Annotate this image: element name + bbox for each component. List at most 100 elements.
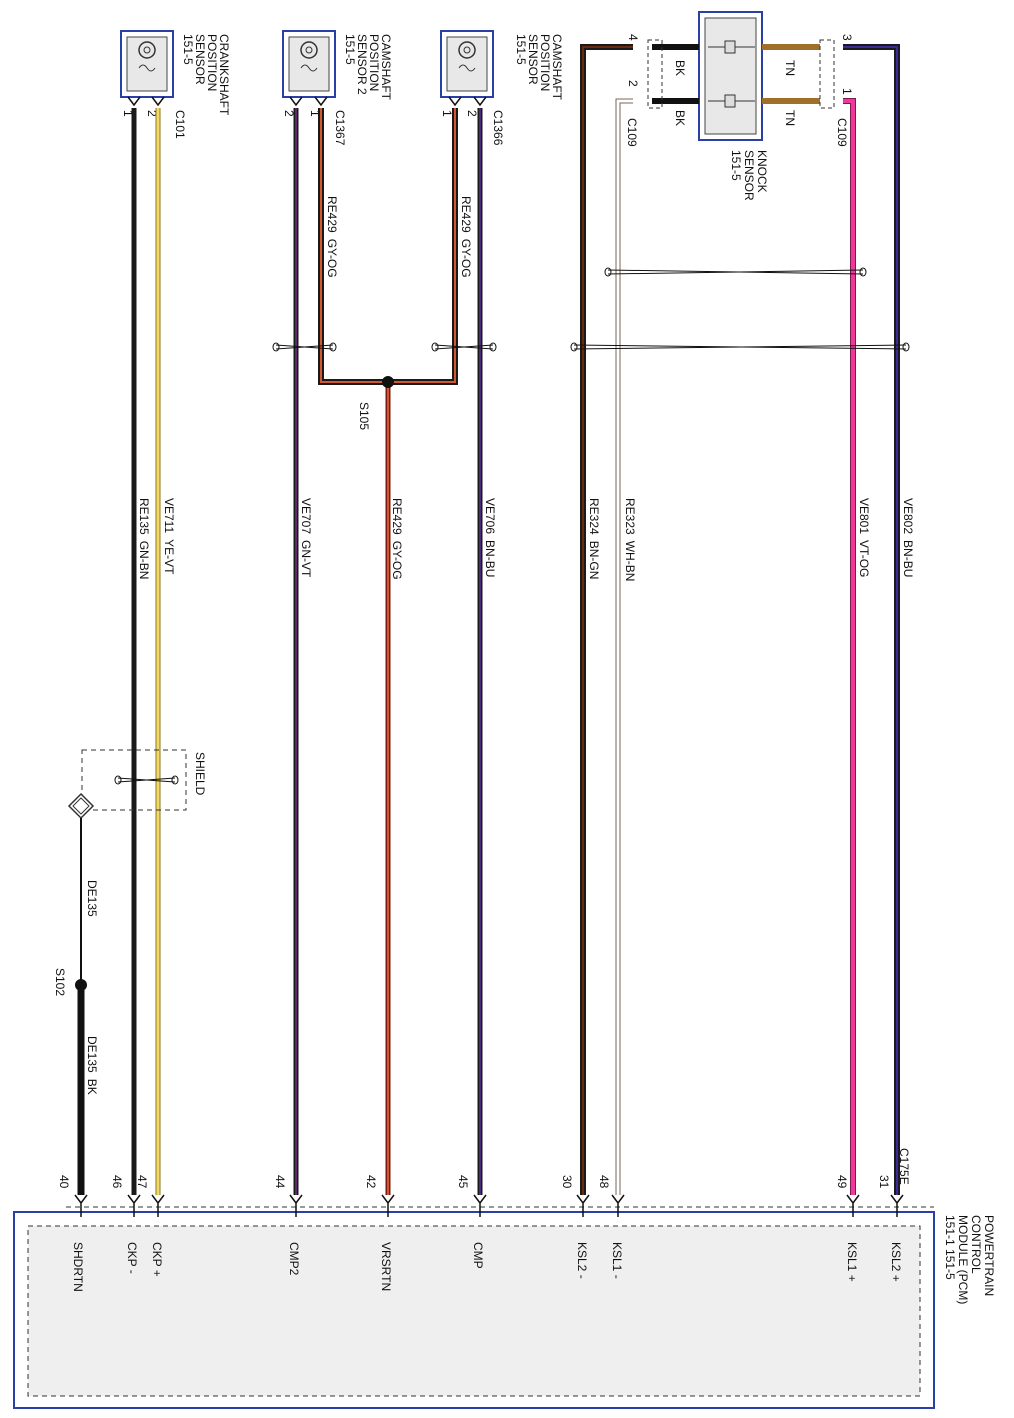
shield-ground-icon [67, 792, 95, 820]
pin-number: 2 [145, 110, 159, 117]
pin-number: 31 [877, 1175, 891, 1189]
wire-RE324[interactable] [580, 44, 633, 1195]
svg-text:SENSOR: SENSOR [742, 150, 756, 201]
shield-label: SHIELD [193, 752, 207, 796]
svg-text:DE135BK: DE135BK [85, 1036, 99, 1095]
pin-name: KSL2 + [889, 1242, 903, 1282]
coil-icon [300, 64, 318, 72]
pin-name: VRSRTN [379, 1242, 393, 1291]
pin-name: KSL2 - [575, 1242, 589, 1279]
pin-name: KSL1 + [845, 1242, 859, 1282]
connector-label: C101 [173, 110, 187, 139]
pin-number: 30 [560, 1175, 574, 1189]
wire-VE801[interactable] [843, 98, 856, 1195]
pin-number: 1 [121, 110, 135, 117]
svg-text:MODULE (PCM): MODULE (PCM) [956, 1215, 970, 1304]
wire-label: RE135GN-BN VE711YE-VT VE707GN-VT RE429GY… [85, 196, 915, 1095]
svg-text:VE707GN-VT: VE707GN-VT [299, 498, 313, 578]
svg-text:151-5: 151-5 [181, 34, 195, 65]
svg-text:RE323WH-BN: RE323WH-BN [623, 498, 637, 581]
pin-number: 44 [273, 1175, 287, 1189]
svg-text:SENSOR 2: SENSOR 2 [355, 34, 369, 95]
pin-number: 48 [597, 1175, 611, 1189]
knock-lead-label: TN [783, 60, 797, 76]
camshaft-sensor-title: CAMSHAFT POSITION SENSOR 151-5 [514, 34, 564, 101]
gear-icon [458, 41, 476, 59]
pin-number: 1 [840, 88, 854, 95]
svg-text:RE324BN-GN: RE324BN-GN [587, 498, 601, 579]
svg-text:VE802BN-BU: VE802BN-BU [901, 498, 915, 577]
pin-number: 49 [835, 1175, 849, 1189]
shield-outline [81, 749, 187, 811]
camshaft-sensor-2-title: CAMSHAFT POSITION SENSOR 2 151-5 [343, 34, 393, 101]
coil-icon [458, 64, 476, 72]
crankshaft-sensor-title: CRANKSHAFT POSITION SENSOR 151-5 [181, 34, 231, 116]
pcm-module[interactable] [13, 1206, 935, 1409]
pin-number: 2 [626, 80, 640, 87]
svg-text:POSITION: POSITION [205, 34, 219, 91]
pcm-pin-names: SHDRTN CKP - CKP + CMP2 VRSRTN CMP KSL2 … [71, 1242, 903, 1292]
coil-icon [138, 64, 156, 72]
knock-lead-label: BK [673, 60, 687, 76]
pcm-pins: 40 46 47 44 42 45 30 48 49 31 [57, 1175, 891, 1189]
svg-text:DE135: DE135 [85, 880, 99, 917]
splice-label: S105 [357, 402, 371, 430]
pin-name: CMP2 [287, 1242, 301, 1276]
knock-connector-left [647, 39, 663, 109]
camshaft-sensor-2[interactable] [282, 30, 336, 98]
svg-text:151-5: 151-5 [343, 34, 357, 65]
pin-number: 3 [840, 34, 854, 41]
pin-number: 42 [364, 1175, 378, 1189]
svg-text:151-5: 151-5 [514, 34, 528, 65]
knock-connector-right [819, 39, 835, 109]
gear-icon [300, 41, 318, 59]
crankshaft-sensor[interactable] [120, 30, 174, 98]
svg-text:CAMSHAFT: CAMSHAFT [550, 34, 564, 101]
pin-number: 46 [110, 1175, 124, 1189]
knock-connector-left-label: C109 [625, 118, 639, 147]
splice-label: S102 [53, 968, 67, 996]
sensor-terminals [127, 96, 487, 107]
svg-text:RE135GN-BN: RE135GN-BN [137, 498, 151, 579]
knock-sensor-title: KNOCK SENSOR 151-5 [729, 150, 769, 201]
pcm-title: POWERTRAIN CONTROL MODULE (PCM) 151-1 15… [943, 1215, 996, 1304]
svg-text:POSITION: POSITION [538, 34, 552, 91]
pin-number: 1 [440, 110, 454, 117]
svg-text:VE711YE-VT: VE711YE-VT [162, 498, 176, 575]
pin-number: 2 [282, 110, 296, 117]
pin-number: 4 [626, 34, 640, 41]
pin-name: CKP + [150, 1242, 164, 1277]
svg-text:POWERTRAIN: POWERTRAIN [982, 1215, 996, 1296]
svg-text:RE429GY-OG: RE429GY-OG [390, 498, 404, 580]
svg-text:CRANKSHAFT: CRANKSHAFT [217, 34, 231, 116]
splice-s105 [382, 376, 394, 388]
pin-name: SHDRTN [71, 1242, 85, 1292]
wire-RE429-cam1-branch[interactable] [388, 108, 458, 385]
svg-text:CONTROL: CONTROL [969, 1215, 983, 1274]
pin-name: CKP - [125, 1242, 139, 1274]
pin-number: 47 [135, 1175, 149, 1189]
pin-number: 45 [456, 1175, 470, 1189]
wire-RE429-cam2-branch[interactable] [318, 108, 388, 385]
pcm-connector-label: C175E [897, 1148, 911, 1185]
knock-lead-label: TN [783, 110, 797, 126]
knock-sensor[interactable] [698, 11, 763, 141]
pcm-terminals [74, 1194, 904, 1217]
connector-label: C1367 [333, 110, 347, 146]
svg-text:VE706BN-BU: VE706BN-BU [483, 498, 497, 577]
pin-number: 1 [308, 110, 322, 117]
twisted-pair-mark [114, 267, 910, 785]
wire-RE323[interactable] [615, 98, 633, 1195]
svg-text:RE429GY-OG: RE429GY-OG [325, 196, 339, 278]
connector-label: C1366 [491, 110, 505, 146]
gear-icon [138, 41, 156, 59]
svg-text:KNOCK: KNOCK [755, 150, 769, 193]
svg-text:151-5: 151-5 [729, 150, 743, 181]
wire-VE802[interactable] [843, 44, 900, 1195]
pin-name: KSL1 - [610, 1242, 624, 1279]
knock-connector-right-label: C109 [835, 118, 849, 147]
svg-text:SENSOR: SENSOR [193, 34, 207, 85]
pin-number: 2 [465, 110, 479, 117]
camshaft-sensor[interactable] [440, 30, 494, 98]
